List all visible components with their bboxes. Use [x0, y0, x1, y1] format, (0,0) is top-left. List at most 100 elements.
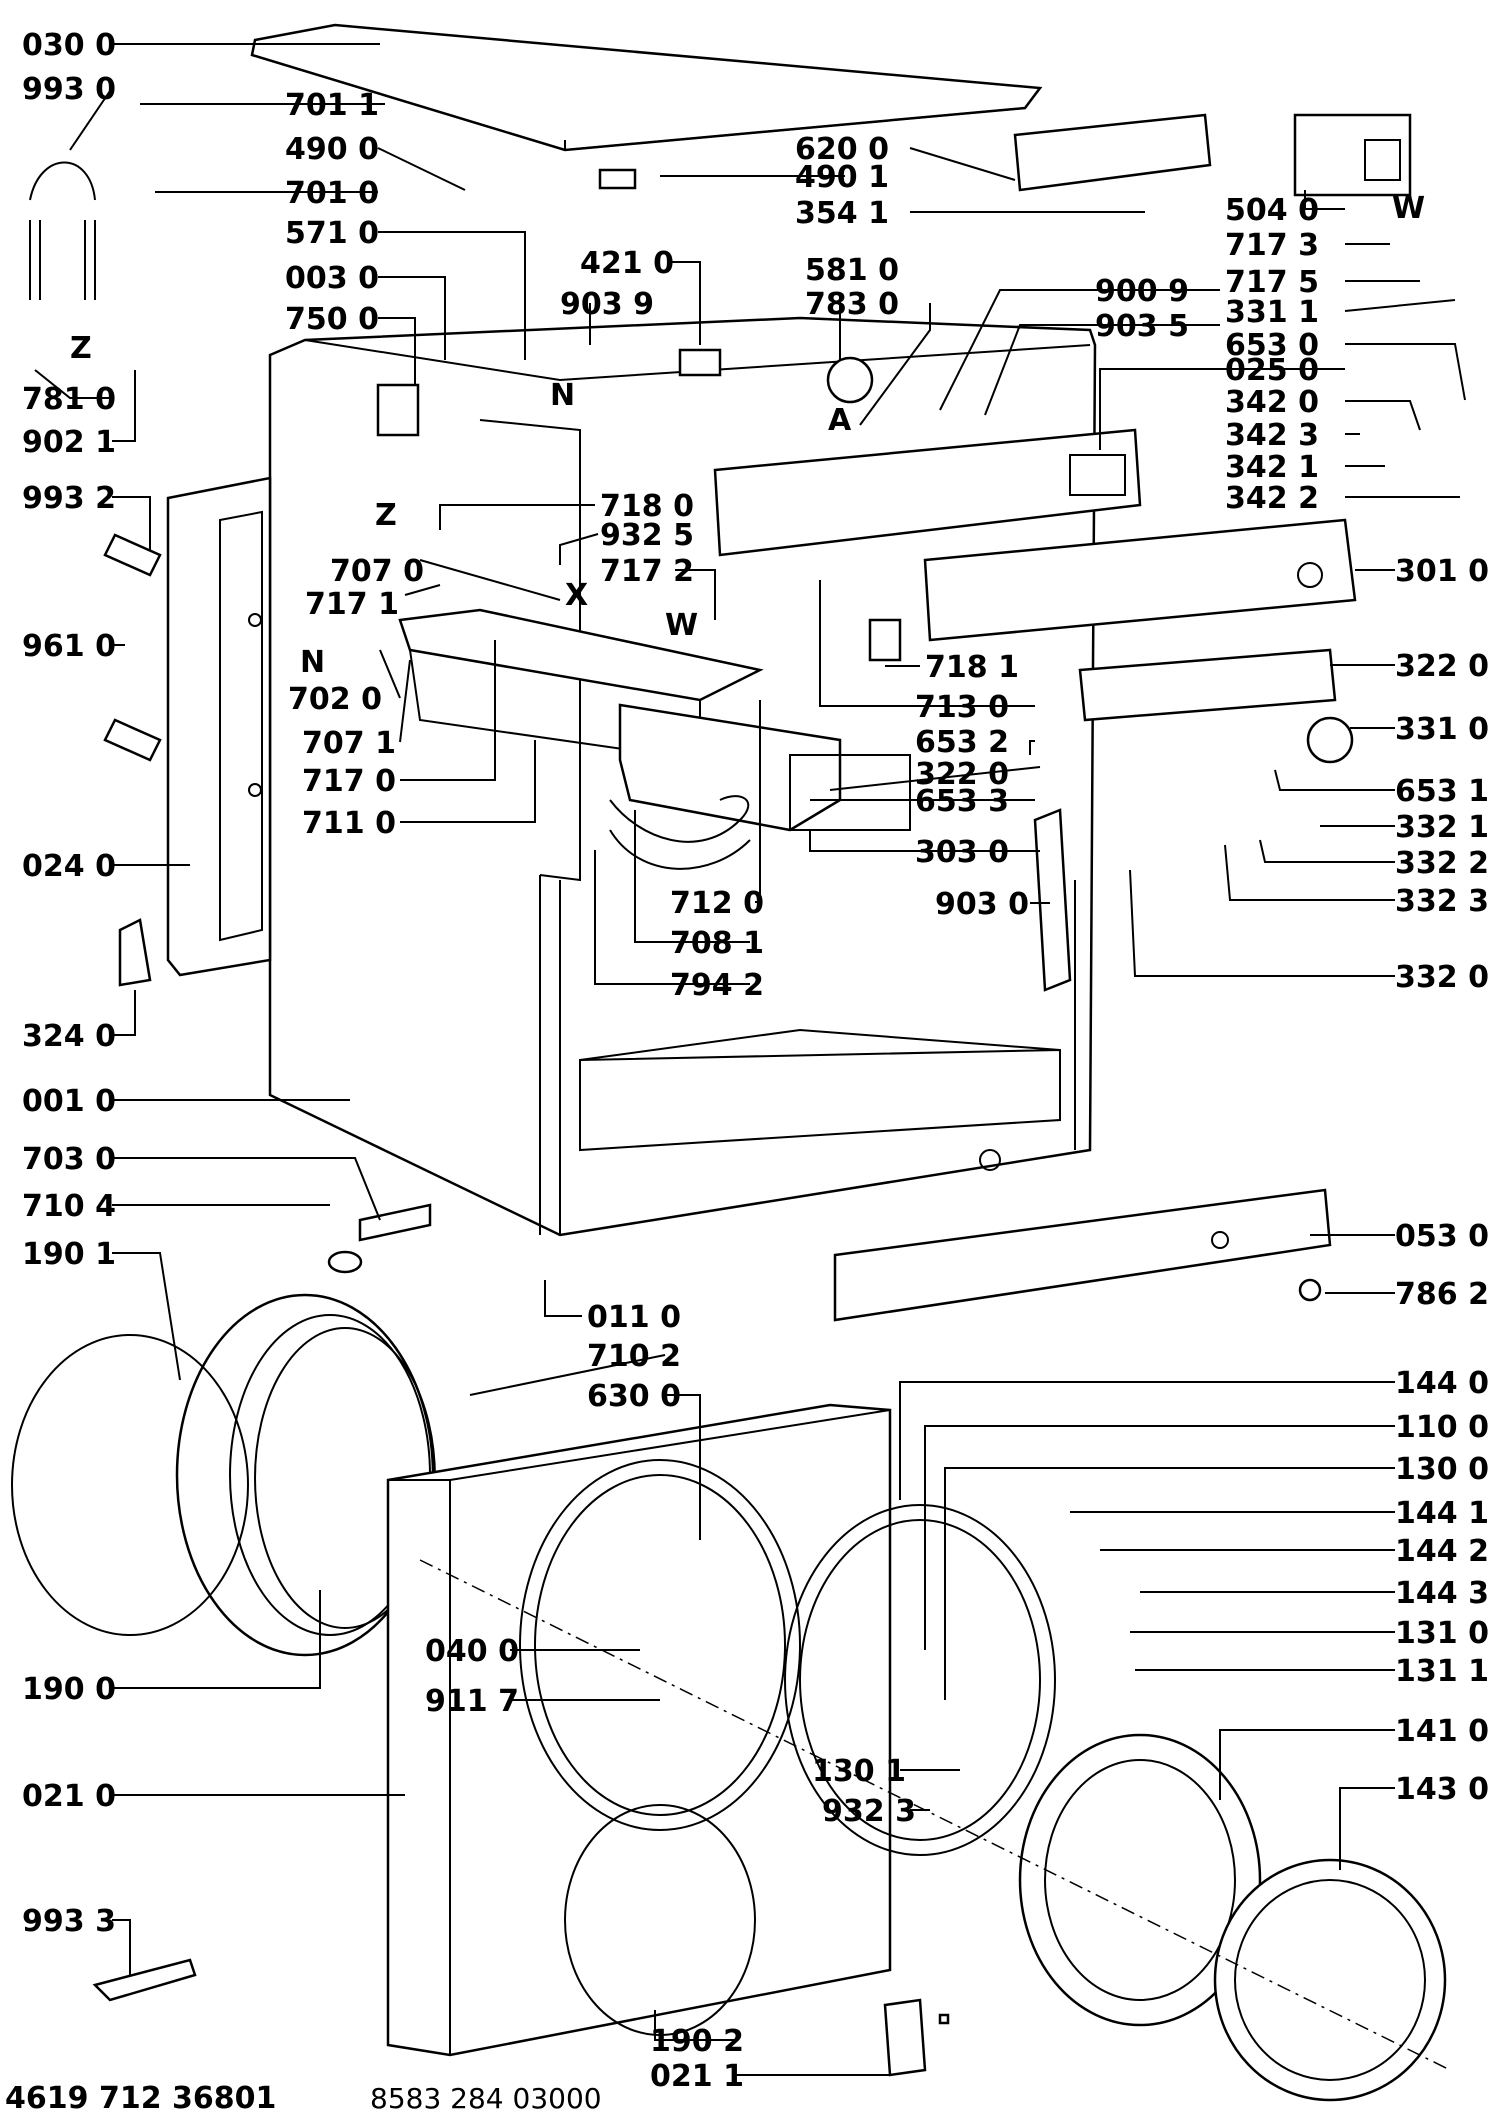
- callout-342-1: 342 1: [1225, 450, 1319, 485]
- callout-717-3: 717 3: [1225, 228, 1319, 263]
- callout-786-2: 786 2: [1395, 1277, 1489, 1312]
- callout-701-0: 701 0: [285, 176, 379, 211]
- callout-653-3: 653 3: [915, 784, 1009, 819]
- callout-932-3: 932 3: [822, 1794, 916, 1829]
- callout-301-0: 301 0: [1395, 554, 1489, 589]
- callout-653-2: 653 2: [915, 725, 1009, 760]
- callouts-left: 030 0 993 0 701 1 490 0 701 0 571 0 003 …: [22, 28, 379, 1939]
- callout-653-1: 653 1: [1395, 774, 1489, 809]
- callout-021-1: 021 1: [650, 2059, 744, 2094]
- callout-710-4: 710 4: [22, 1189, 116, 1224]
- callout-900-9: 900 9: [1095, 274, 1189, 309]
- callout-190-1: 190 1: [22, 1237, 116, 1272]
- callout-342-3: 342 3: [1225, 418, 1319, 453]
- callout-703-0: 703 0: [22, 1142, 116, 1177]
- callout-143-0: 143 0: [1395, 1772, 1489, 1807]
- callout-911-7: 911 7: [425, 1684, 519, 1719]
- callout-322-0-right: 322 0: [1395, 649, 1489, 684]
- callout-961-0: 961 0: [22, 629, 116, 664]
- callout-021-0: 021 0: [22, 1779, 116, 1814]
- callout-331-0: 331 0: [1395, 712, 1489, 747]
- callout-342-0: 342 0: [1225, 385, 1319, 420]
- callout-324-0: 324 0: [22, 1019, 116, 1054]
- callout-932-5: 932 5: [600, 518, 694, 553]
- callout-190-0: 190 0: [22, 1672, 116, 1707]
- callout-717-2: 717 2: [600, 554, 694, 589]
- footer-right-code: 8583 284 03000: [370, 2082, 602, 2115]
- callout-794-2: 794 2: [670, 968, 764, 1003]
- callout-712-0: 712 0: [670, 886, 764, 921]
- footer-left-code: 4619 712 36801: [5, 2081, 276, 2116]
- callout-490-0: 490 0: [285, 132, 379, 167]
- callout-717-5: 717 5: [1225, 265, 1319, 300]
- callout-003-0: 003 0: [285, 261, 379, 296]
- callout-653-0: 653 0: [1225, 328, 1319, 363]
- callout-130-1: 130 1: [812, 1754, 906, 1789]
- marker-z-left: Z: [70, 331, 92, 366]
- callout-190-2: 190 2: [650, 2024, 744, 2059]
- callout-011-0: 011 0: [587, 1300, 681, 1335]
- marker-n-top: N: [550, 378, 575, 413]
- callout-581-0: 581 0: [805, 253, 899, 288]
- callout-781-0: 781 0: [22, 382, 116, 417]
- callout-993-3: 993 3: [22, 1904, 116, 1939]
- leader-lines: [34, 43, 1466, 2076]
- callout-718-0: 718 0: [600, 489, 694, 524]
- callout-903-9: 903 9: [560, 287, 654, 322]
- callout-024-0: 024 0: [22, 849, 116, 884]
- marker-a: A: [828, 403, 852, 438]
- callout-001-0: 001 0: [22, 1084, 116, 1119]
- callout-620-0: 620 0: [795, 132, 889, 167]
- callout-993-2: 993 2: [22, 481, 116, 516]
- callout-332-0: 332 0: [1395, 960, 1489, 995]
- callout-708-1: 708 1: [670, 926, 764, 961]
- callout-354-1: 354 1: [795, 196, 889, 231]
- callout-131-1: 131 1: [1395, 1654, 1489, 1689]
- callout-332-2: 332 2: [1395, 846, 1489, 881]
- callout-331-1: 331 1: [1225, 295, 1319, 330]
- callout-718-1: 718 1: [925, 650, 1019, 685]
- callout-303-0: 303 0: [915, 835, 1009, 870]
- callout-717-1: 717 1: [305, 587, 399, 622]
- callout-713-0: 713 0: [915, 690, 1009, 725]
- callout-053-0: 053 0: [1395, 1219, 1489, 1254]
- position-markers: Z Z N N A X W W: [70, 191, 1425, 680]
- callouts-center: 490 1 620 0 354 1 421 0 903 9 581 0 783 …: [288, 132, 1189, 2094]
- callout-342-2: 342 2: [1225, 481, 1319, 516]
- callout-717-0: 717 0: [302, 764, 396, 799]
- marker-w-right: W: [1392, 191, 1425, 226]
- callout-144-1: 144 1: [1395, 1496, 1489, 1531]
- callout-110-0: 110 0: [1395, 1410, 1489, 1445]
- callout-707-0: 707 0: [330, 554, 424, 589]
- callout-130-0: 130 0: [1395, 1452, 1489, 1487]
- marker-z-center: Z: [375, 498, 397, 533]
- callout-421-0: 421 0: [580, 246, 674, 281]
- callout-903-5: 903 5: [1095, 309, 1189, 344]
- callout-750-0: 750 0: [285, 302, 379, 337]
- callout-783-0: 783 0: [805, 287, 899, 322]
- callout-141-0: 141 0: [1395, 1714, 1489, 1749]
- footer-codes: 4619 712 36801 8583 284 03000: [5, 2081, 602, 2116]
- callout-025-0: 025 0: [1225, 353, 1319, 388]
- callout-701-1: 701 1: [285, 88, 379, 123]
- marker-x: X: [565, 578, 588, 613]
- callout-490-1: 490 1: [795, 160, 889, 195]
- callout-571-0: 571 0: [285, 216, 379, 251]
- callout-707-1: 707 1: [302, 726, 396, 761]
- callout-711-0: 711 0: [302, 806, 396, 841]
- callout-504-0: 504 0: [1225, 193, 1319, 228]
- callout-144-3: 144 3: [1395, 1576, 1489, 1611]
- callout-903-0: 903 0: [935, 887, 1029, 922]
- callout-322-0-center: 322 0: [915, 757, 1009, 792]
- part-drawings: [11, 23, 1451, 2102]
- callout-131-0: 131 0: [1395, 1616, 1489, 1651]
- callout-993-0: 993 0: [22, 72, 116, 107]
- callout-332-3: 332 3: [1395, 884, 1489, 919]
- callout-040-0: 040 0: [425, 1634, 519, 1669]
- marker-w-center: W: [665, 608, 698, 643]
- callout-630-0: 630 0: [587, 1379, 681, 1414]
- callout-144-2: 144 2: [1395, 1534, 1489, 1569]
- callout-702-0: 702 0: [288, 682, 382, 717]
- callout-332-1: 332 1: [1395, 810, 1489, 845]
